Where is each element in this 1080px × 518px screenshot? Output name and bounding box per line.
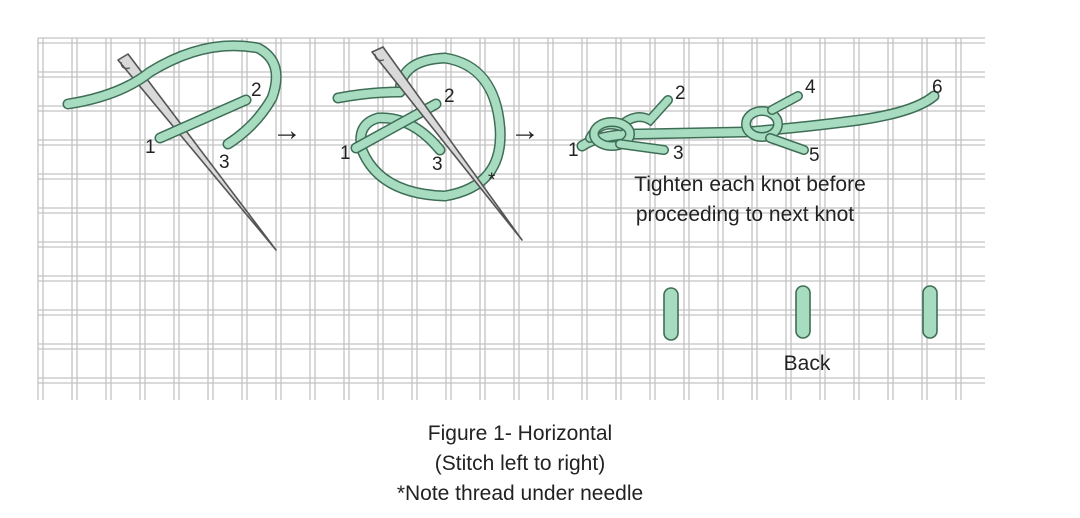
caption-line-3: *Note thread under needle bbox=[397, 482, 643, 505]
step3-note-line-1: Tighten each knot before bbox=[634, 173, 866, 196]
step3-knot-1 bbox=[585, 95, 673, 155]
caption-line-1: Figure 1- Horizontal bbox=[428, 422, 612, 445]
step1-illustration: 1 2 3 bbox=[62, 40, 282, 251]
step1-label-1: 1 bbox=[145, 137, 156, 158]
figure-caption: Figure 1- Horizontal (Stitch left to rig… bbox=[397, 422, 643, 505]
back-stitch-2 bbox=[795, 285, 811, 339]
step2-label-3: 3 bbox=[432, 154, 443, 175]
step3-illustration: 1 2 3 4 5 6 Tighten each knot before pro… bbox=[568, 77, 943, 226]
back-stitch-3 bbox=[922, 285, 938, 339]
step1-label-3: 3 bbox=[219, 152, 230, 173]
step2-needle bbox=[371, 46, 523, 241]
back-label: Back bbox=[784, 352, 831, 375]
step3-label-4: 4 bbox=[805, 77, 816, 98]
step3-label-2: 2 bbox=[675, 83, 686, 104]
caption-line-2: (Stitch left to right) bbox=[435, 452, 605, 475]
back-view: Back bbox=[663, 285, 938, 375]
step2-asterisk: * bbox=[488, 170, 496, 191]
step3-knot-2 bbox=[741, 91, 809, 155]
step2-label-1: 1 bbox=[340, 143, 351, 164]
arrow-1: → bbox=[272, 114, 302, 147]
arrow-2: → bbox=[510, 114, 540, 147]
back-stitch-1 bbox=[663, 287, 679, 341]
step3-note-line-2: proceeding to next knot bbox=[636, 203, 854, 226]
step3-label-3: 3 bbox=[673, 143, 684, 164]
step2-illustration: 1 2 3 * bbox=[332, 46, 523, 241]
step3-label-5: 5 bbox=[809, 145, 820, 166]
step3-label-1: 1 bbox=[568, 140, 579, 161]
step1-needle bbox=[117, 53, 277, 251]
step1-label-2: 2 bbox=[251, 80, 262, 101]
step2-label-2: 2 bbox=[444, 86, 455, 107]
step3-label-6: 6 bbox=[932, 77, 943, 98]
